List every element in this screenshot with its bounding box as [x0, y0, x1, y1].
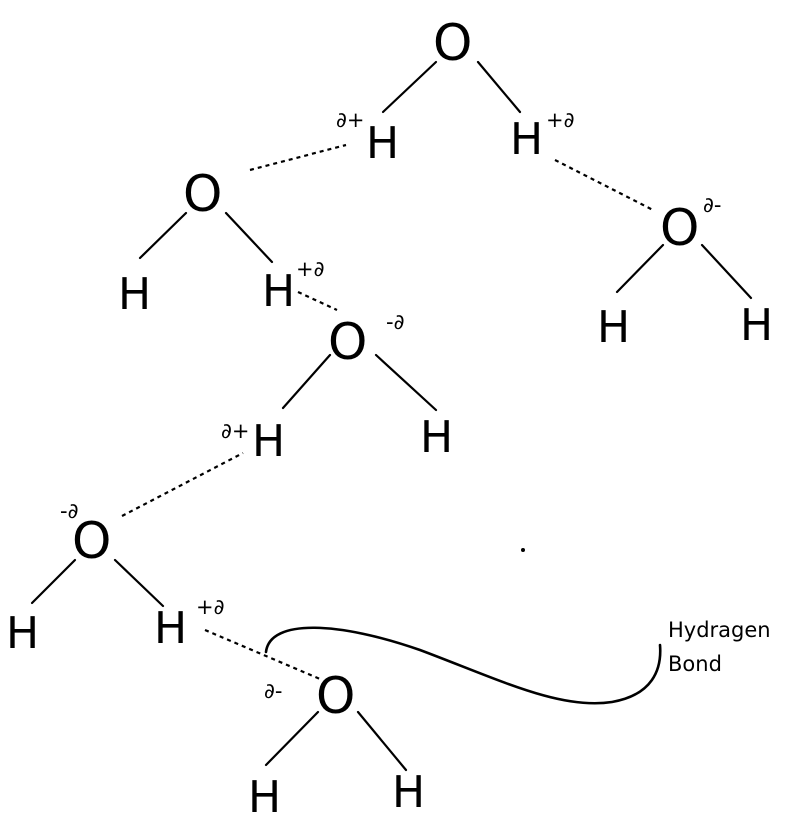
hydrogen-atom-m5-left: H [6, 608, 39, 659]
charge-delta-minus-m3: ∂- [703, 193, 721, 217]
bond-m1-left [381, 60, 438, 114]
charge-delta-minus-m6: ∂- [264, 679, 282, 703]
charge-delta-minus-m4: -∂ [386, 310, 404, 334]
oxygen-atom-m2: O [183, 165, 222, 223]
hydrogen-atom-m5-right: H [154, 603, 187, 654]
hydrogen-atom-m6-left: H [248, 772, 281, 820]
hydrogen-atom-m1-left: H [366, 118, 399, 169]
bond-m3-left [615, 243, 665, 294]
bond-m4-left [281, 353, 332, 410]
oxygen-atom-m4: O [328, 313, 367, 371]
bond-m4-right [374, 353, 438, 412]
charge-delta-plus-m1-left: ∂+ [336, 108, 364, 132]
bond-m2-left [138, 211, 188, 260]
hydrogen-atom-m4-right: H [420, 412, 453, 463]
hydrogen-atom-m2-right: H [262, 266, 295, 317]
oxygen-atom-m3: O [660, 199, 699, 257]
charge-delta-plus-m1-right: +∂ [546, 108, 574, 132]
hydrogen-atom-m1-right: H [510, 114, 543, 165]
bond-m5-left [30, 558, 77, 605]
hydrogen-bond-5 [204, 628, 321, 681]
hydrogen-atom-m3-right: H [740, 300, 773, 351]
hydrogen-atom-m4-left: H [252, 416, 285, 467]
hydrogen-bond-leader-curve [264, 626, 662, 705]
hydrogen-atom-m6-right: H [392, 767, 425, 818]
charge-delta-plus-m5: +∂ [196, 595, 224, 619]
hydrogen-bond-label-line2: Bond [668, 652, 722, 676]
bond-m6-left [264, 710, 320, 767]
hydrogen-atom-m2-left: H [118, 269, 151, 320]
hydrogen-bond-label-line1: Hydragen [668, 618, 771, 642]
charge-delta-plus-m2: +∂ [296, 257, 324, 281]
hydrogen-bonds [121, 143, 654, 681]
hydrogen-bond-3 [297, 291, 338, 311]
bond-m1-right [476, 60, 522, 114]
hydrogen-atom-m3-left: H [597, 302, 630, 353]
stray-dot [521, 548, 525, 552]
charge-delta-minus-m5: -∂ [60, 499, 78, 523]
bond-m2-right [224, 211, 274, 264]
bond-m5-right [113, 558, 165, 608]
covalent-bonds [30, 60, 753, 772]
hydrogen-bond-1 [249, 143, 347, 172]
hydrogen-bond-4 [121, 452, 244, 517]
oxygen-atom-m6: O [316, 667, 355, 725]
bond-m6-right [356, 710, 408, 772]
oxygen-atom-m1: O [433, 14, 472, 72]
charge-delta-plus-m4: ∂+ [221, 419, 249, 443]
oxygen-atom-m5: O [72, 512, 111, 570]
bond-m3-right [700, 243, 753, 300]
hydrogen-bond-2 [554, 159, 654, 211]
